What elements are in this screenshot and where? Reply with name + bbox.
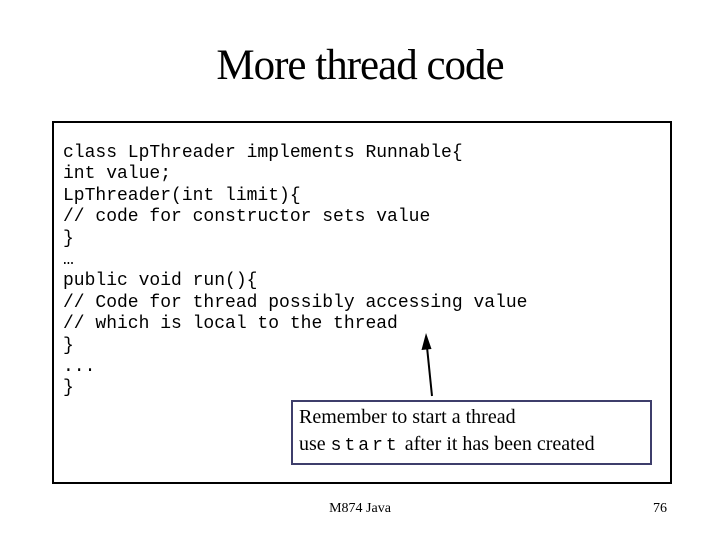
callout-text-line1: Remember to start a thread	[299, 406, 516, 428]
code-line: }	[63, 378, 74, 399]
code-line: }	[63, 228, 74, 249]
footer-page-number: 76	[653, 501, 667, 516]
callout-line2-code: start	[330, 436, 400, 456]
footer-course-label: M874 Java	[329, 501, 391, 516]
code-line: int value;	[63, 164, 172, 185]
code-line: // which is local to the thread	[63, 314, 398, 335]
code-line: class LpThreader implements Runnable{	[63, 143, 463, 163]
callout-line2-prefix: use	[299, 433, 331, 455]
code-line: }	[63, 335, 74, 356]
slide-title: More thread code	[216, 42, 504, 89]
code-line: …	[63, 250, 74, 271]
code-line: // code for constructor sets value	[63, 207, 431, 228]
callout-line2-suffix: after it has been created	[399, 433, 595, 455]
callout-text-line2: use start after it has been created	[299, 431, 646, 460]
code-line: LpThreader(int limit){	[63, 185, 301, 206]
code-line: ...	[63, 357, 96, 378]
code-line: public void run(){	[63, 271, 258, 292]
code-line: // Code for thread possibly accessing va…	[63, 292, 528, 313]
callout-box: Remember to start a thread use start aft…	[291, 400, 652, 465]
up-arrow-icon	[421, 333, 433, 397]
